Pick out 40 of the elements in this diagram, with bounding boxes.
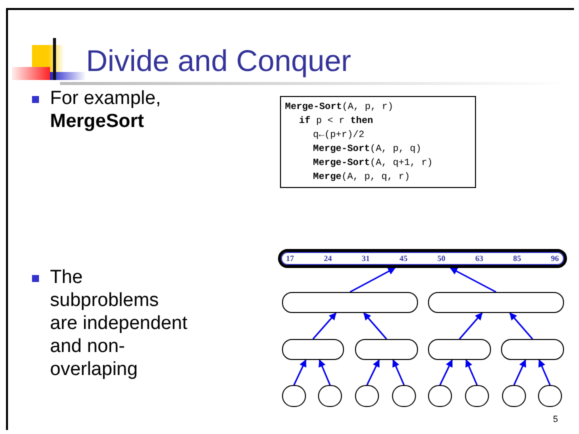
arrow — [392, 359, 405, 386]
array-value: 85 — [513, 254, 522, 262]
code-line: Merge-Sort(A, p, r) — [285, 100, 394, 114]
array-pill — [278, 249, 567, 268]
bullet-text: For example, MergeSort — [50, 87, 162, 133]
code-box — [280, 96, 476, 188]
array-value: 31 — [362, 254, 370, 262]
arrow — [513, 359, 526, 386]
arrow — [363, 312, 388, 340]
arrow — [350, 267, 396, 293]
array-value: 50 — [437, 254, 446, 262]
array-value: 45 — [400, 254, 408, 262]
code-line: Merge-Sort(A, p, q) — [312, 142, 422, 156]
arrow — [439, 359, 453, 386]
code-line: q←(p+r)/2 — [312, 128, 366, 142]
empty-pill — [282, 339, 344, 360]
bullet-text: The subproblems are independent and non-overlaping — [50, 266, 188, 381]
arrow — [509, 312, 534, 340]
arrow — [293, 359, 306, 386]
empty-pill — [428, 339, 491, 360]
page-number: 5 — [553, 413, 558, 426]
arrow — [318, 359, 331, 386]
code-line: Merge-Sort(A, q+1, r) — [312, 156, 434, 170]
empty-pill — [428, 292, 564, 313]
arrow — [465, 359, 478, 386]
array-value: 24 — [324, 254, 332, 262]
empty-pill — [501, 339, 564, 360]
code-line: if p < r then — [298, 114, 374, 128]
arrow — [458, 312, 483, 340]
arrow — [538, 359, 551, 386]
empty-pill — [355, 339, 418, 360]
slide-title: Divide and Conquer — [86, 44, 352, 80]
arrow — [366, 359, 380, 386]
arrow — [450, 267, 496, 293]
array-value: 96 — [550, 254, 559, 262]
arrow — [312, 312, 336, 340]
array-value: 17 — [286, 254, 294, 262]
code-line: Merge(A, p, q, r) — [312, 170, 411, 184]
array-value: 63 — [475, 254, 484, 262]
empty-pill — [282, 292, 418, 313]
